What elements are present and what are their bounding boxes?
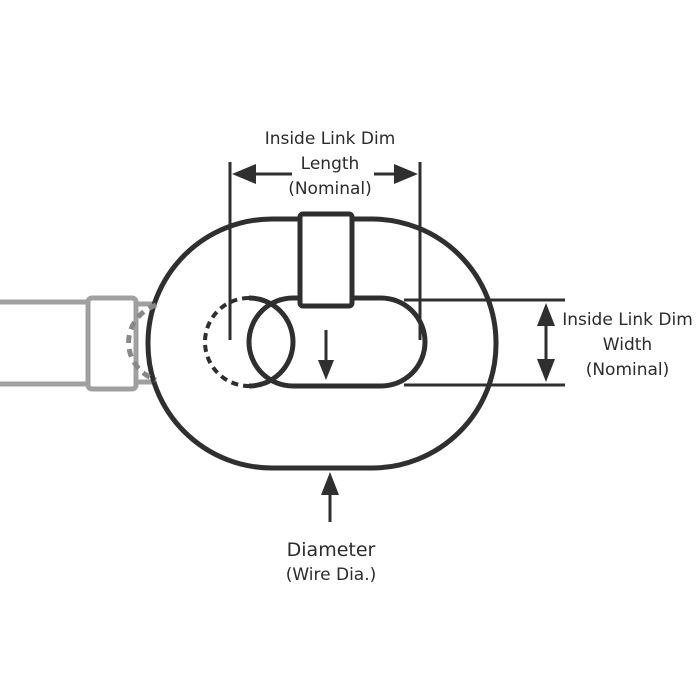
length-arrowhead-left xyxy=(232,164,256,184)
link-connector-sleeve xyxy=(297,211,355,309)
diameter-label-line2: (Wire Dia.) xyxy=(285,565,377,585)
inside-length-label: Inside Link Dim Length (Nominal) xyxy=(230,127,430,202)
diameter-label: Diameter (Wire Dia.) xyxy=(256,538,406,588)
diameter-label-line1: Diameter xyxy=(286,539,376,561)
inner-link-end-dashed xyxy=(203,296,250,388)
length-dimension xyxy=(228,162,422,340)
inside-length-label-line3: (Nominal) xyxy=(288,179,372,199)
inside-width-label-line2: Width xyxy=(602,335,653,355)
width-arrowhead-down xyxy=(537,359,555,382)
length-arrowhead-right xyxy=(394,164,418,184)
inside-width-label: Inside Link Dim Width (Nominal) xyxy=(555,308,700,383)
inside-width-label-line3: (Nominal) xyxy=(585,360,670,380)
hidden-edge-dashed-left xyxy=(126,302,157,383)
inner-link-end-solid xyxy=(248,295,296,389)
inside-width-label-line1: Inside Link Dim xyxy=(562,310,693,330)
adjacent-link-faded xyxy=(0,295,153,392)
inside-length-label-line1: Inside Link Dim xyxy=(264,129,396,149)
inside-length-label-line2: Length xyxy=(300,154,360,174)
width-arrowhead-up xyxy=(537,303,555,326)
adjacent-link-connector-sleeve xyxy=(85,295,139,392)
inner-link-slot xyxy=(246,295,428,389)
inner-down-arrow xyxy=(318,330,334,380)
width-dimension xyxy=(404,298,565,387)
diameter-arrow xyxy=(321,472,339,522)
